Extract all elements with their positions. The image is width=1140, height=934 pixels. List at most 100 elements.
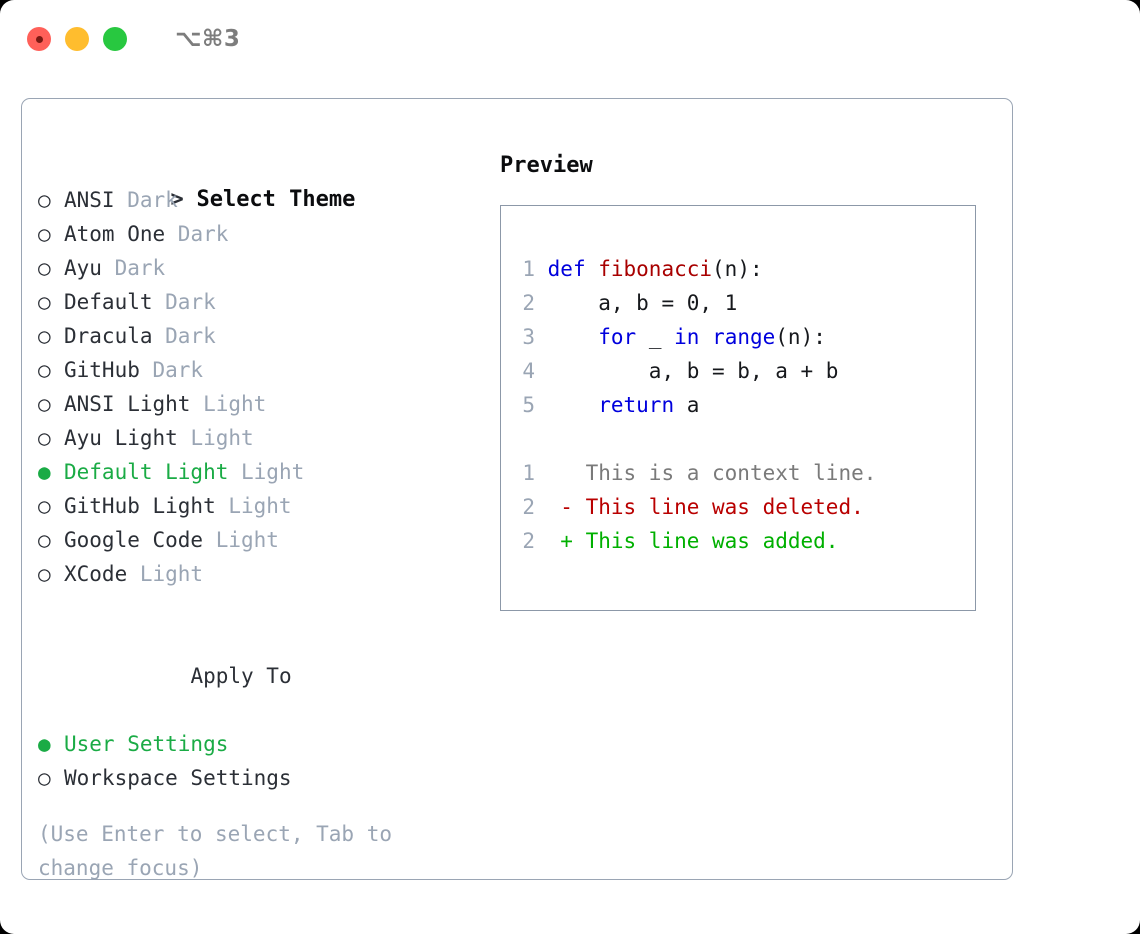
apply-to-label: User Settings (64, 732, 229, 756)
theme-variant-badge: Light (190, 392, 267, 416)
dialog-panel: > Select Theme ○ ANSI Dark ○ Atom One Dark ○ A… (21, 98, 1013, 880)
line-number: 2 (522, 291, 535, 315)
theme-name-label: Google Code (64, 528, 204, 552)
theme-picker-header: > Select Theme (38, 149, 478, 212)
code-token (548, 325, 599, 349)
radio-unselected-icon[interactable]: ○ (38, 562, 51, 586)
theme-variant-badge: Dark (114, 188, 178, 212)
theme-name-label: Ayu (64, 256, 102, 280)
theme-list-item[interactable]: ○XCode Light (38, 557, 478, 591)
theme-list-item[interactable]: ○ Ayu Dark (38, 251, 478, 285)
theme-name-label: Ayu Light (64, 426, 178, 450)
code-token: a (674, 393, 700, 417)
line-number: 5 (522, 393, 535, 417)
theme-list-item[interactable]: ○Dracula Dark (38, 319, 478, 353)
maximize-button[interactable] (103, 27, 127, 51)
preview-title: Preview (500, 153, 593, 178)
diff-line: 1 This is a context line. (519, 456, 975, 490)
theme-variant-badge: Light (203, 528, 279, 552)
code-token: in (674, 325, 700, 349)
theme-variant-badge: Dark (165, 222, 229, 246)
minimize-button[interactable] (65, 27, 89, 51)
radio-unselected-icon[interactable]: ○ (38, 528, 51, 552)
traffic-light-group (27, 27, 127, 51)
radio-unselected-icon[interactable]: ○ (38, 426, 51, 450)
code-token (699, 325, 712, 349)
radio-unselected-icon[interactable]: ○ (38, 256, 51, 280)
apply-to-item[interactable]: ○ Workspace Settings (38, 761, 478, 795)
theme-name-label: GitHub Light (64, 494, 216, 518)
theme-variant-badge: Dark (139, 358, 204, 382)
theme-list-item[interactable]: ○Default Dark (38, 285, 478, 319)
radio-unselected-icon[interactable]: ○ (38, 188, 51, 212)
diff-sample: 1 This is a context line.2 - This line w… (519, 456, 975, 558)
theme-variant-badge: Light (228, 460, 305, 484)
theme-picker-title: Select Theme (196, 187, 356, 212)
radio-unselected-icon[interactable]: ○ (38, 494, 51, 518)
code-diff-gap (519, 422, 975, 456)
diff-line: 2 - This line was deleted. (519, 490, 975, 524)
radio-selected-icon[interactable]: ● (38, 732, 51, 756)
code-token: fibonacci (598, 257, 713, 281)
theme-list[interactable]: ○ ANSI Dark ○ Atom One Dark ○ Ayu Dark ○ Defaul… (38, 183, 478, 591)
theme-picker-column: > Select Theme ○ ANSI Dark ○ Atom One Dark ○ A… (38, 149, 478, 885)
code-token (548, 393, 599, 417)
radio-unselected-icon[interactable]: ○ (38, 392, 51, 416)
theme-variant-badge: Dark (101, 256, 166, 280)
theme-list-item[interactable]: ● Default Light Light (38, 455, 478, 489)
code-token: for (598, 325, 637, 349)
line-number: 1 (522, 461, 535, 485)
diff-text: + This line was added. (560, 529, 839, 553)
line-number: 1 (522, 257, 535, 281)
theme-name-label: ANSI (64, 188, 115, 212)
code-token: range (712, 325, 776, 349)
code-token: a, b = 0, 1 (547, 291, 738, 315)
line-number: 2 (522, 529, 535, 553)
theme-variant-badge: Dark (152, 324, 216, 348)
list-spacer (38, 591, 478, 625)
title-bar: ⌥⌘3 (0, 0, 1140, 78)
apply-to-label: Workspace Settings (64, 766, 292, 790)
radio-unselected-icon[interactable]: ○ (38, 766, 51, 790)
preview-column: Preview 1 def fibonacci(n):2 a, b = 0, 1… (500, 149, 1000, 611)
code-line: 5 return a (519, 388, 975, 422)
theme-variant-badge: Light (215, 494, 292, 518)
radio-unselected-icon[interactable]: ○ (38, 324, 51, 348)
code-line: 4 a, b = b, a + b (519, 354, 975, 388)
code-token: (n): (775, 325, 826, 349)
prompt-caret-icon: > (170, 187, 184, 212)
diff-line: 2 + This line was added. (519, 524, 975, 558)
hint-spacer (38, 795, 478, 817)
theme-variant-badge: Light (177, 426, 254, 450)
keyboard-shortcut-label: ⌥⌘3 (175, 26, 241, 52)
apply-to-item[interactable]: ● User Settings (38, 727, 478, 761)
line-number: 3 (522, 325, 535, 349)
theme-name-label: XCode (64, 562, 128, 586)
radio-selected-icon[interactable]: ● (38, 460, 51, 484)
radio-unselected-icon[interactable]: ○ (38, 290, 51, 314)
code-token: (n): (712, 257, 763, 281)
theme-name-label: Default (64, 290, 153, 314)
theme-list-item[interactable]: ○ ANSI Light Light (38, 387, 478, 421)
radio-unselected-icon[interactable]: ○ (38, 358, 51, 382)
diff-text: This is a context line. (560, 461, 877, 485)
theme-name-label: Atom One (64, 222, 166, 246)
theme-name-label: GitHub (64, 358, 140, 382)
code-token: def (547, 257, 599, 281)
theme-name-label: ANSI Light (64, 392, 191, 416)
apply-to-title-text: Apply To (190, 664, 292, 688)
code-line: 3 for _ in range(n): (519, 320, 975, 354)
close-button[interactable] (27, 27, 51, 51)
theme-list-item[interactable]: ○ Ayu Light Light (38, 421, 478, 455)
theme-list-item[interactable]: ○ Atom One Dark (38, 217, 478, 251)
radio-unselected-icon[interactable]: ○ (38, 222, 51, 246)
apply-to-list[interactable]: ● User Settings ○ Workspace Settings (38, 727, 478, 795)
line-number: 4 (522, 359, 535, 383)
theme-name-label: Default Light (64, 460, 229, 484)
theme-list-item[interactable]: ○ ANSI Dark (38, 183, 478, 217)
theme-list-item[interactable]: ○ Google Code Light (38, 523, 478, 557)
theme-list-item[interactable]: ○ GitHub Dark (38, 353, 478, 387)
theme-list-item[interactable]: ○ GitHub Light Light (38, 489, 478, 523)
